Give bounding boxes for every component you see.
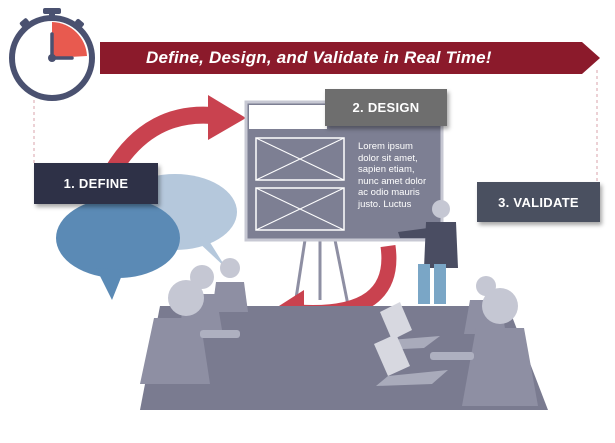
speech-bubbles-icon [56, 174, 237, 300]
laptops [374, 302, 448, 386]
meeting-people-right [430, 276, 538, 406]
step-define-label: 1. DEFINE [34, 163, 158, 204]
meeting-table [140, 306, 548, 410]
board-stand [293, 239, 350, 306]
meeting-people-left [140, 258, 248, 384]
presenter-icon [398, 200, 458, 304]
board-lorem-text: Lorem ipsum dolor sit amet, sapien etiam… [358, 141, 427, 210]
stopwatch-icon [9, 8, 95, 101]
banner-arrow [100, 42, 600, 74]
arrow-define-to-design [104, 95, 246, 177]
banner-title: Define, Design, and Validate in Real Tim… [146, 48, 492, 67]
step-design-label: 2. DESIGN [325, 89, 447, 126]
step-validate-label: 3. VALIDATE [477, 182, 600, 222]
